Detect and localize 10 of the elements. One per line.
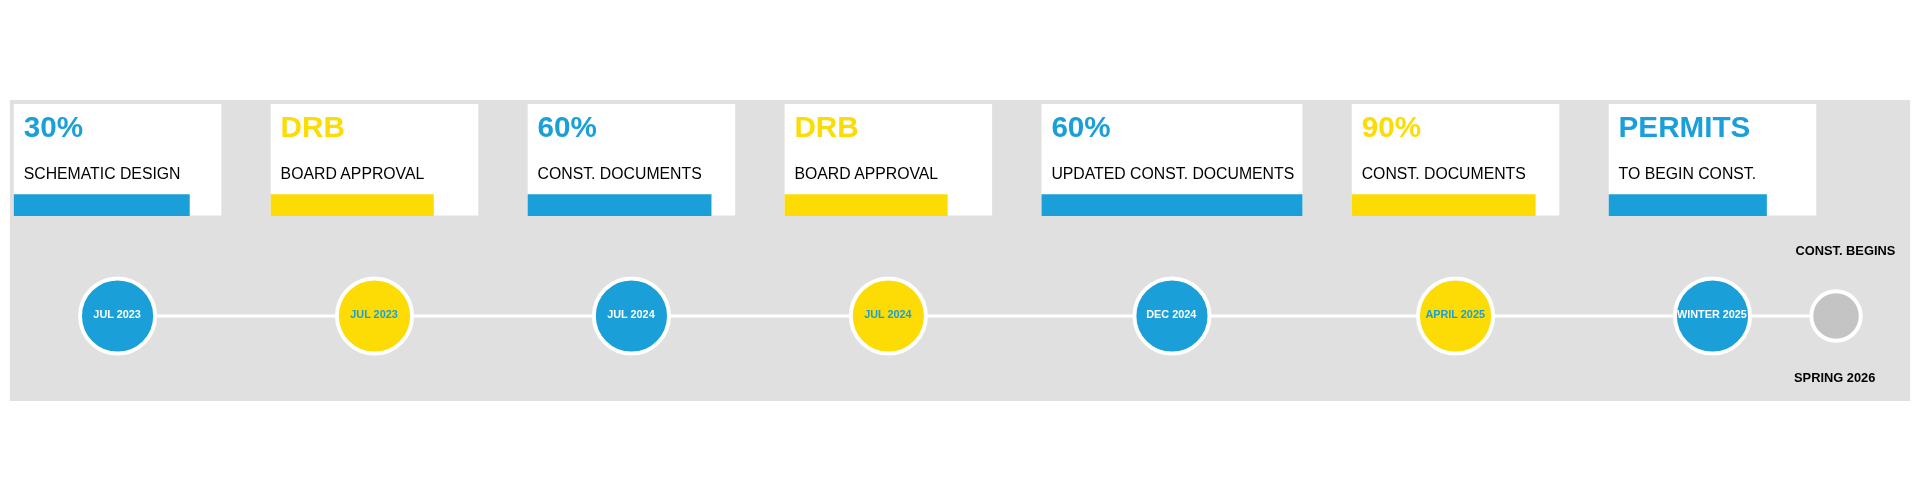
node-circle: DEC 2024 — [1132, 276, 1212, 356]
node-circle: JUL 2023 — [78, 276, 158, 356]
node-circle: WINTER 2025 — [1672, 276, 1753, 356]
node-label: SPRING 2026 — [1794, 369, 1876, 385]
node-circle: JUL 2023 — [334, 276, 415, 356]
node-circle: JUL 2024 — [591, 276, 671, 356]
node-circle: APRIL 2025 — [1416, 276, 1496, 356]
node-label: CONST. BEGINS — [1795, 242, 1896, 258]
node-circle: JUL 2024 — [848, 276, 928, 356]
node-circle — [1809, 288, 1863, 343]
